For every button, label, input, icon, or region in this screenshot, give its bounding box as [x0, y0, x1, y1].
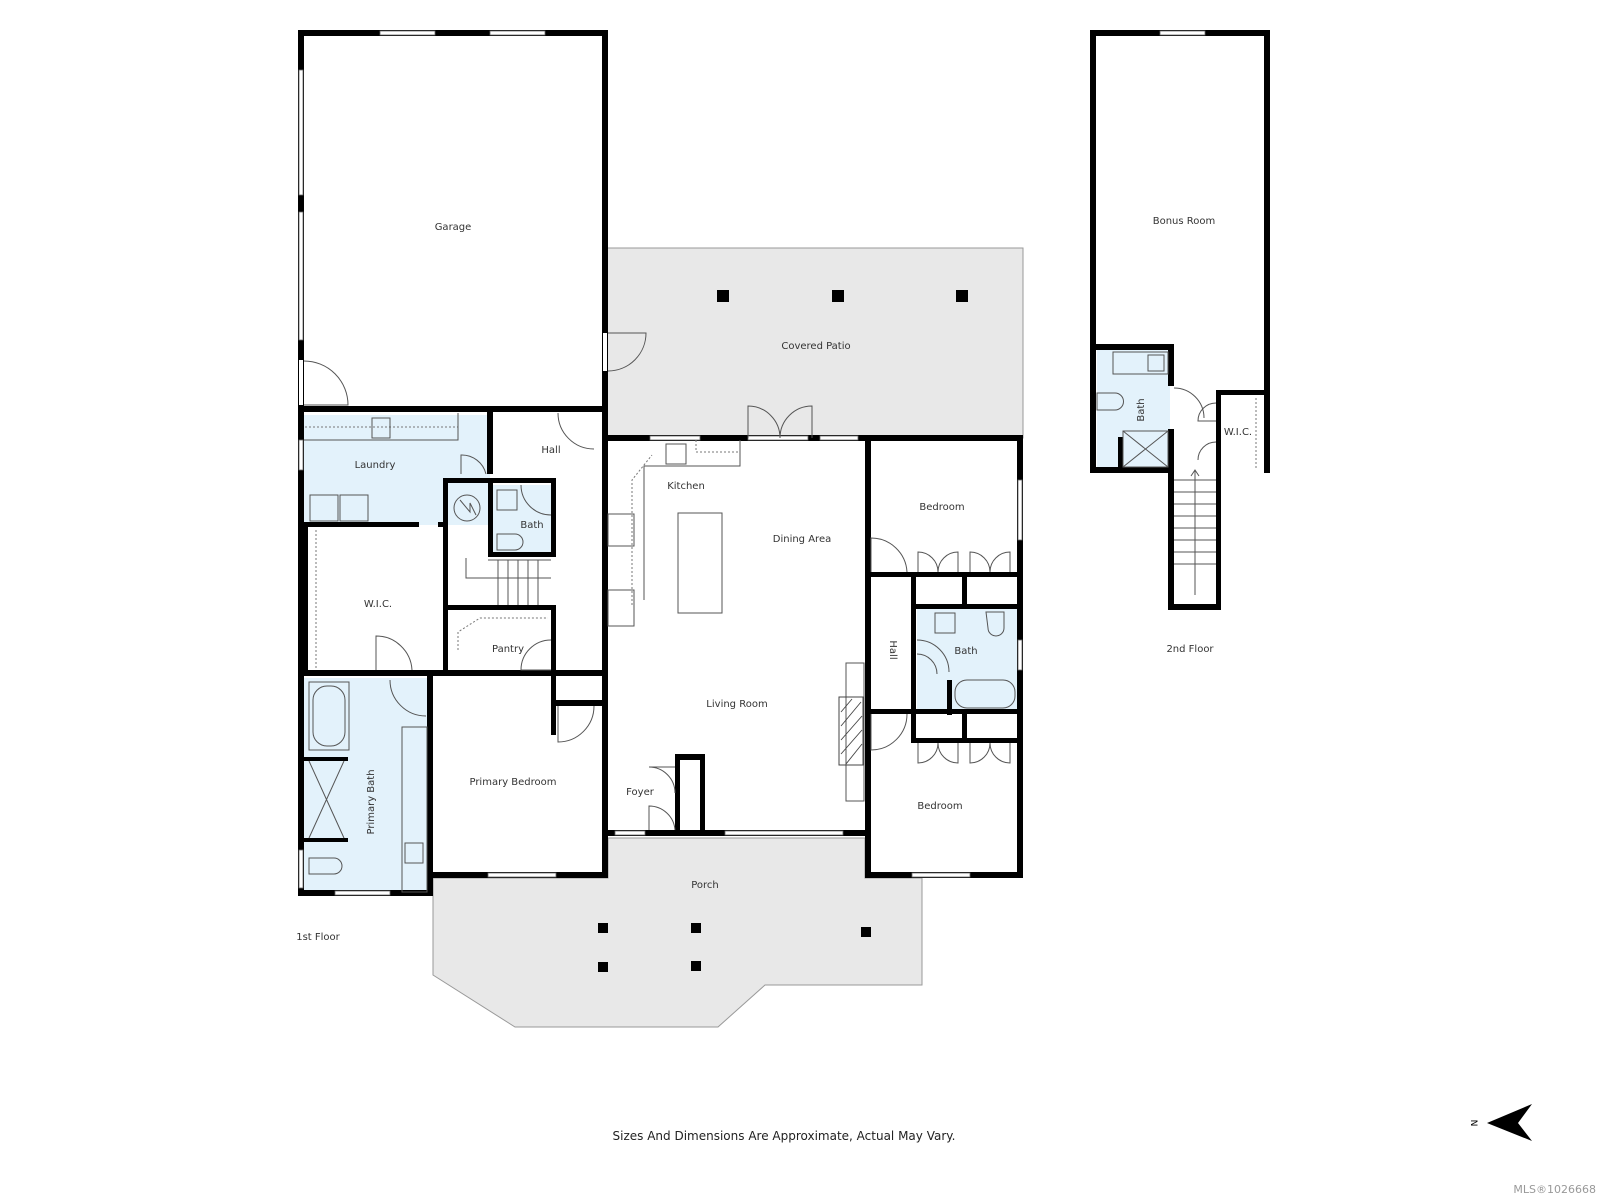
room-label-bonus-room: Bonus Room — [1153, 216, 1216, 227]
room-label-upstairs-bath: Bath — [1136, 398, 1147, 421]
room-label-living-room: Living Room — [706, 699, 767, 710]
porch-post — [598, 923, 608, 933]
room-label-hall-2: Hall — [887, 640, 898, 659]
room-label-pantry: Pantry — [492, 644, 524, 655]
room-label-primary-bedroom: Primary Bedroom — [469, 777, 556, 788]
room-label-primary-bath: Primary Bath — [366, 769, 377, 834]
porch-post — [691, 961, 701, 971]
watermark: MLS®1026668 — [1513, 1183, 1596, 1196]
room-label-garage: Garage — [435, 222, 472, 233]
room-label-wic: W.I.C. — [364, 599, 392, 610]
room-label-bedroom-2: Bedroom — [917, 801, 962, 812]
covered-patio-area — [606, 247, 1024, 439]
room-label-bedroom: Bedroom — [919, 502, 964, 513]
room-label-dining-area: Dining Area — [773, 534, 831, 545]
compass-label: N — [1468, 1120, 1478, 1127]
porch-area — [432, 837, 923, 1028]
disclaimer: Sizes And Dimensions Are Approximate, Ac… — [612, 1129, 956, 1143]
floor-label-2nd: 2nd Floor — [1166, 644, 1214, 655]
room-label-kitchen: Kitchen — [667, 481, 705, 492]
room-label-laundry: Laundry — [355, 460, 396, 471]
room-label-foyer: Foyer — [626, 787, 655, 798]
porch-post — [598, 962, 608, 972]
room-label-bath: Bath — [520, 520, 543, 531]
room-label-hall: Hall — [541, 445, 560, 456]
north-arrow-icon — [1487, 1104, 1532, 1141]
room-label-bath-2: Bath — [954, 646, 977, 657]
patio-post — [832, 290, 844, 302]
room-label-upstairs-wic: W.I.C. — [1224, 427, 1252, 438]
laundry-area — [304, 415, 490, 525]
porch-post — [691, 923, 701, 933]
bath-2-area — [917, 609, 1017, 712]
patio-post — [956, 290, 968, 302]
patio-post — [717, 290, 729, 302]
floor-label-1st: 1st Floor — [296, 932, 340, 943]
upstairs-bath-area — [1097, 350, 1170, 468]
room-label-porch: Porch — [691, 880, 719, 891]
porch-post — [861, 927, 871, 937]
room-label-covered-patio: Covered Patio — [781, 341, 850, 352]
primary-bath-area — [304, 678, 427, 892]
